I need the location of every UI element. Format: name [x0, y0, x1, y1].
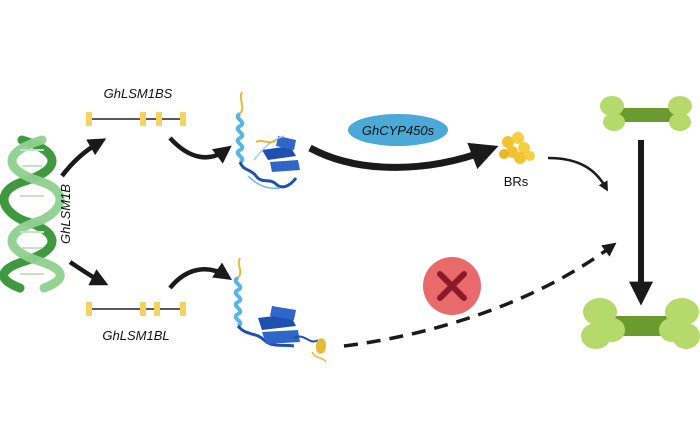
enzyme-badge [348, 114, 448, 146]
arrow-to-long-variant [68, 260, 109, 286]
dashed-blocked-arrow [343, 242, 617, 348]
arrow-to-brs [308, 142, 499, 171]
arrow-to-short-variant [60, 138, 107, 178]
arrow-brs-to-pathway [547, 156, 608, 192]
long-variant-gene-model [86, 302, 186, 316]
arrow-to-long-protein [168, 262, 232, 290]
short-variant-gene-model [86, 112, 186, 126]
enzyme-label: GhCYP450s [362, 123, 435, 138]
arrow-to-short-protein [168, 136, 232, 164]
product-label: BRs [504, 174, 529, 189]
protein-structure-icon [233, 257, 327, 363]
gene-label: GhLSM1B [58, 184, 73, 244]
red-x-icon [423, 257, 481, 315]
long-variant-label: GhLSM1BL [102, 328, 169, 343]
short-variant-label: GhLSM1BS [104, 86, 173, 101]
bone-large-icon [581, 298, 700, 349]
protein-structure-icon [235, 91, 300, 190]
brassinosteroid-cluster-icon [499, 132, 535, 164]
bone-small-icon [600, 96, 692, 131]
dna-double-helix-icon [0, 135, 65, 293]
